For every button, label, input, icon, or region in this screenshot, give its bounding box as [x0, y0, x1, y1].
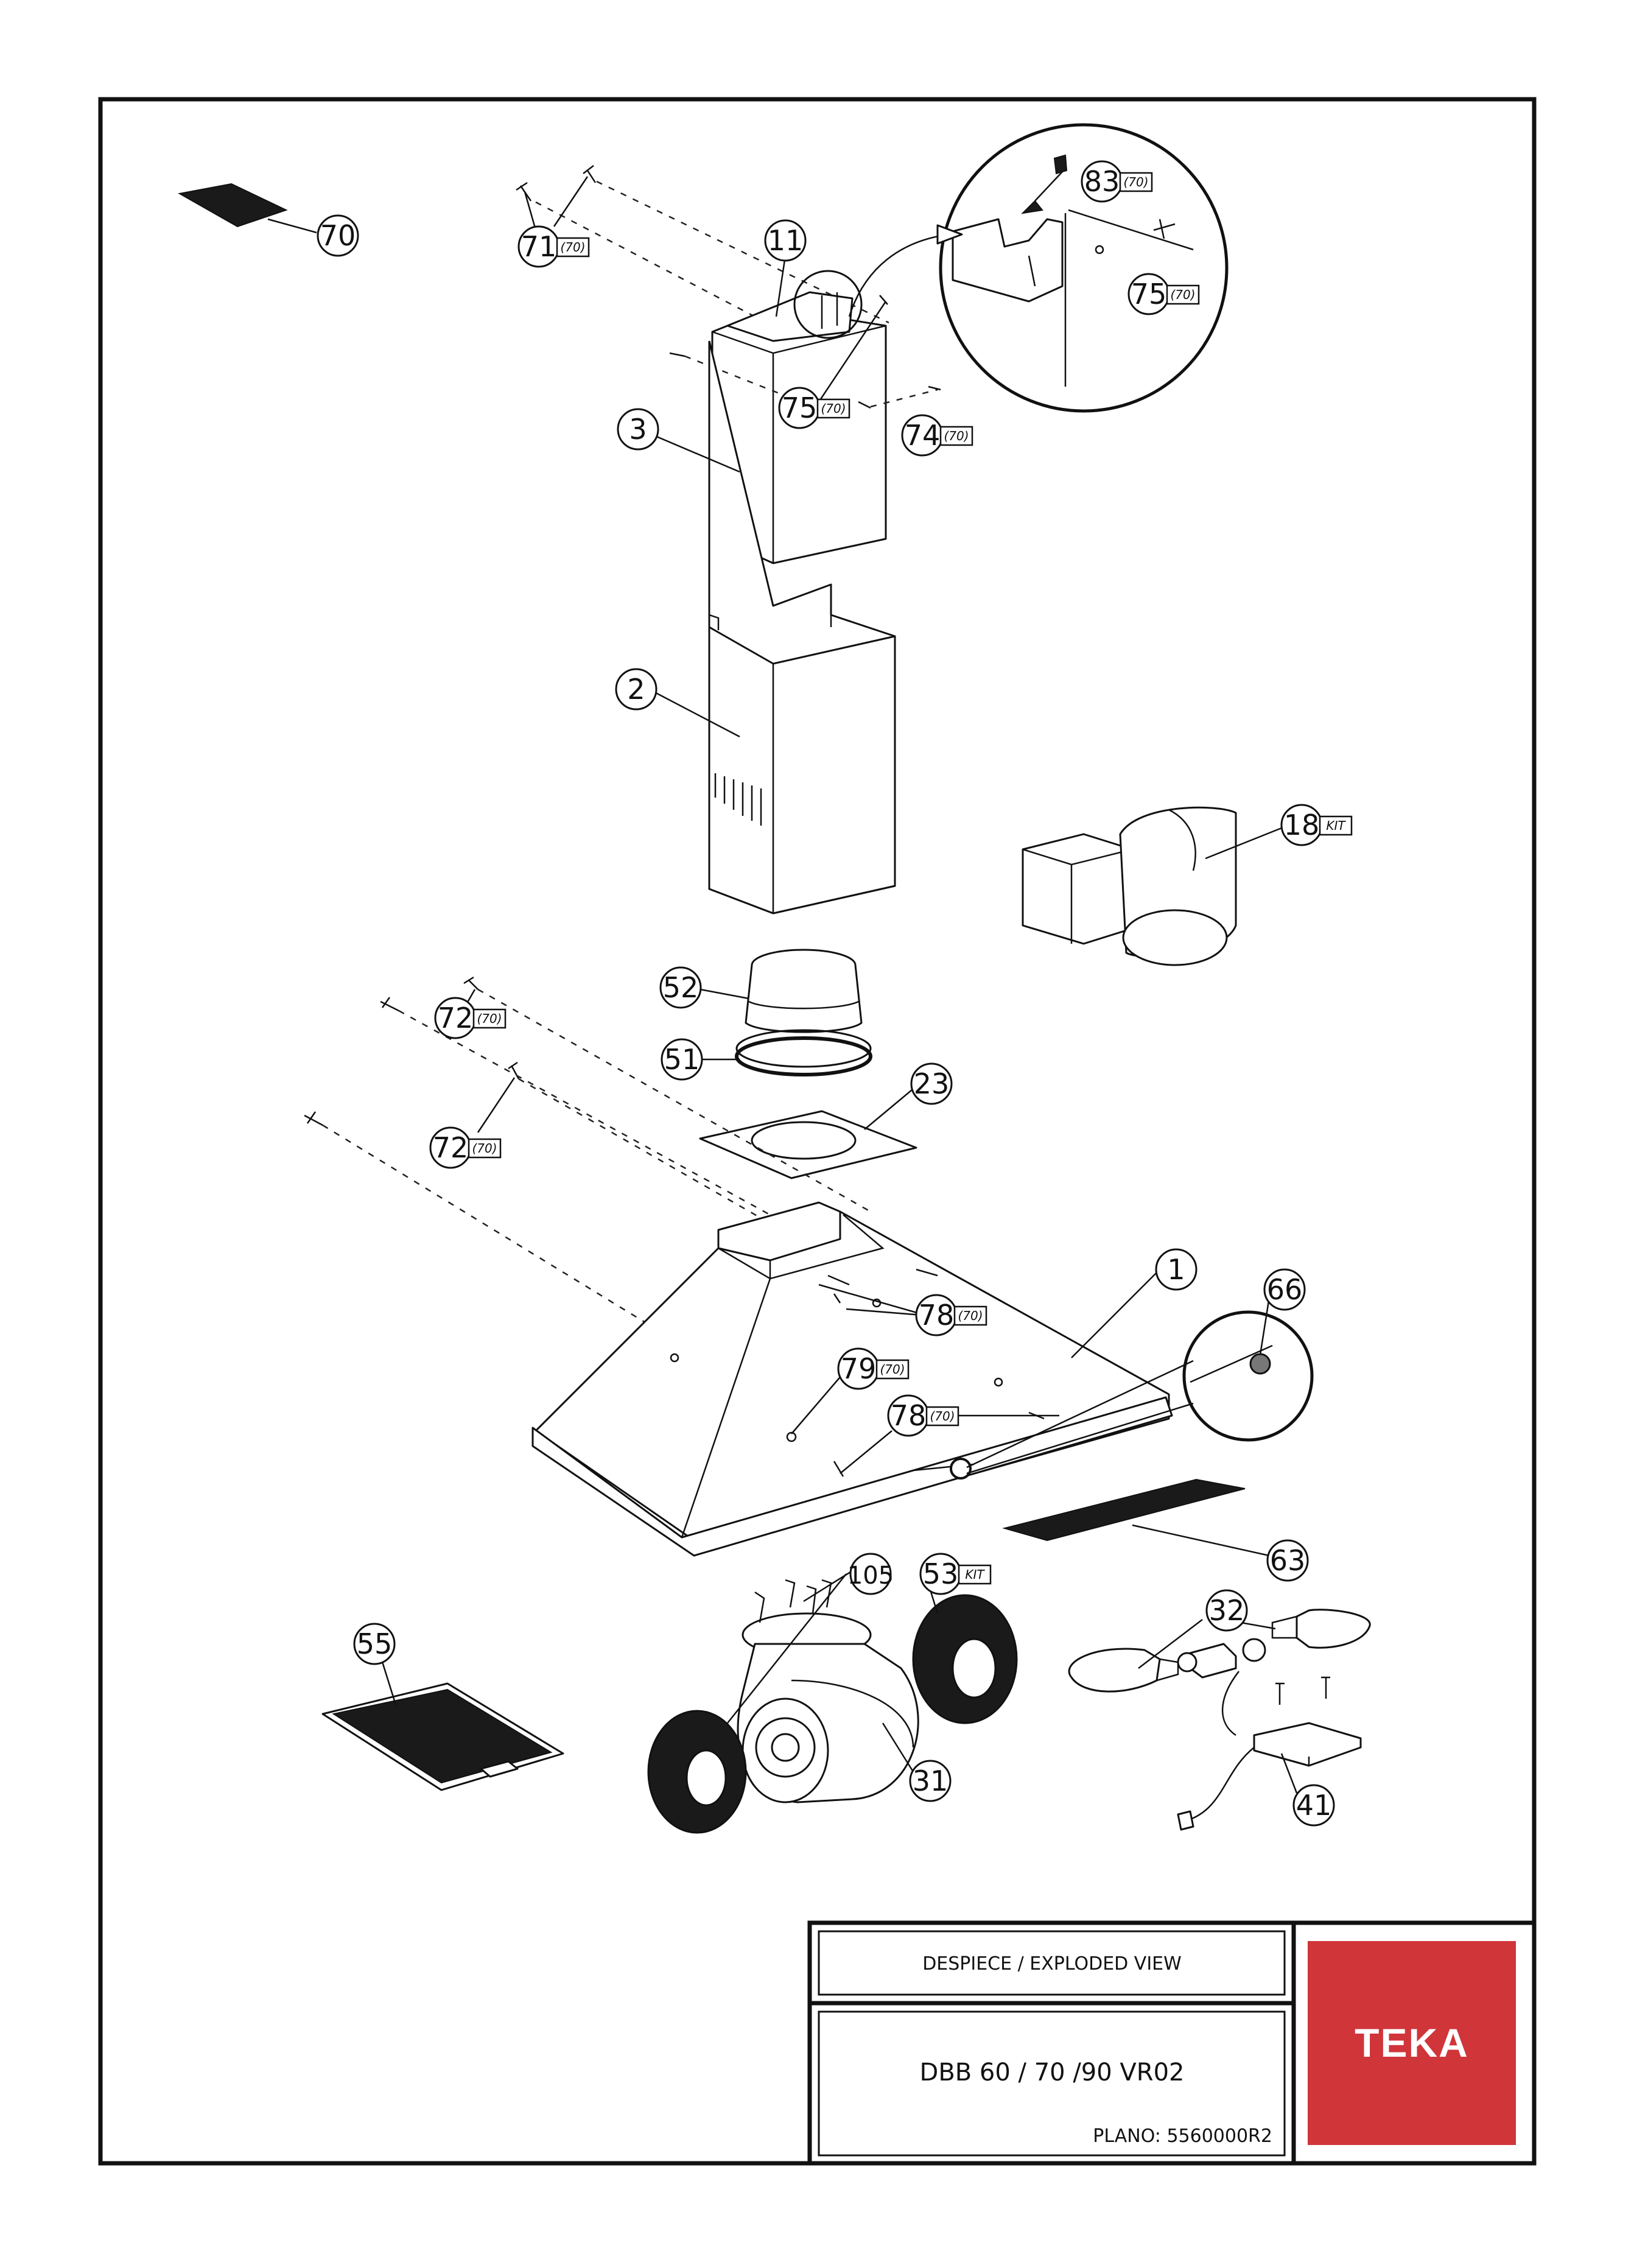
callout-105: 105 [847, 1553, 894, 1595]
svg-text:32: 32 [1209, 1594, 1245, 1627]
part-duct-adapter-kit [1022, 806, 1237, 966]
svg-text:78: 78 [919, 1299, 955, 1332]
callout-71: 71 (70) [517, 225, 590, 268]
svg-text:63: 63 [1270, 1544, 1306, 1577]
callout-23: 23 [910, 1062, 953, 1105]
detail-button-magnifier [966, 1310, 1314, 1475]
svg-text:(70): (70) [1170, 287, 1195, 302]
leader-lines [267, 176, 1298, 1794]
vent-slots [714, 773, 762, 826]
svg-text:18: 18 [1284, 809, 1320, 841]
callout-74: 74 (70) [901, 414, 973, 457]
svg-text:(70): (70) [472, 1141, 497, 1156]
title-block: DESPIECE / EXPLODED VIEW DBB 60 / 70 /90… [807, 1920, 1537, 2166]
svg-text:1: 1 [1167, 1253, 1185, 1286]
svg-text:55: 55 [357, 1627, 393, 1660]
svg-text:83: 83 [1084, 165, 1120, 198]
callout-32: 32 [1205, 1589, 1248, 1632]
svg-text:(70): (70) [944, 429, 969, 443]
svg-text:53: 53 [923, 1557, 959, 1590]
teka-logo-background [1308, 1941, 1516, 2145]
svg-text:72: 72 [438, 1002, 474, 1034]
title-plan: PLANO: 5560000R2 [1093, 2126, 1272, 2147]
part-lamps [1068, 1609, 1371, 1693]
svg-text:70: 70 [320, 219, 356, 252]
part-grease-filter [321, 1682, 564, 1791]
part-blower-motor [737, 1612, 919, 1803]
part-transformer [1177, 1671, 1362, 1831]
svg-text:71: 71 [521, 230, 557, 263]
callout-2: 2 [615, 668, 657, 711]
callout-41: 41 [1292, 1784, 1335, 1827]
callout-66: 66 [1263, 1268, 1306, 1311]
svg-text:74: 74 [905, 419, 941, 452]
callout-1: 1 [1155, 1248, 1197, 1291]
callout-51: 51 [661, 1038, 703, 1081]
svg-text:105: 105 [847, 1562, 894, 1590]
teka-logo-text: TEKA [1355, 2020, 1469, 2065]
svg-text:52: 52 [663, 971, 699, 1004]
callout-53: 53 KIT [919, 1553, 992, 1595]
callout-78-lower: 78 (70) [887, 1394, 959, 1437]
svg-text:75: 75 [782, 391, 818, 424]
svg-text:11: 11 [768, 224, 804, 257]
callout-83: 83 (70) [1081, 160, 1153, 203]
part-upper-chimney [711, 291, 887, 564]
callout-18: 18 KIT [1280, 804, 1353, 846]
part-grease-strip [1002, 1478, 1246, 1542]
svg-text:66: 66 [1267, 1273, 1303, 1306]
svg-text:(70): (70) [821, 401, 846, 416]
part-screws-72 [304, 976, 920, 1450]
callout-70: 70 [317, 214, 359, 257]
svg-text:51: 51 [664, 1043, 700, 1076]
callout-55: 55 [353, 1623, 396, 1665]
svg-text:3: 3 [629, 413, 647, 446]
callout-52: 52 [659, 966, 702, 1009]
svg-text:(70): (70) [930, 1409, 955, 1424]
callout-78-upper: 78 (70) [915, 1294, 987, 1336]
callout-72-lower: 72 (70) [429, 1126, 502, 1169]
teka-logo: TEKA [1308, 1941, 1516, 2145]
part-gasket-ring [735, 1029, 872, 1076]
part-filter-pad [178, 183, 288, 228]
part-carbon-filter-right [912, 1594, 1018, 1724]
part-screws-105 [754, 1579, 832, 1623]
detail-bracket-magnifier [793, 123, 1229, 413]
svg-text:78: 78 [891, 1399, 927, 1432]
callout-63: 63 [1266, 1539, 1309, 1582]
part-screws-74-75 [669, 295, 941, 409]
part-cover-plate [699, 1110, 917, 1179]
part-outlet-collar [745, 949, 863, 1033]
callout-11: 11 [764, 219, 807, 262]
svg-text:KIT: KIT [965, 1567, 985, 1582]
part-lower-chimney [708, 340, 896, 915]
callout-75-detail: 75 (70) [1127, 273, 1200, 315]
title-header: DESPIECE / EXPLODED VIEW [922, 1953, 1182, 1975]
callout-31: 31 [909, 1760, 952, 1802]
callout-72-upper: 72 (70) [434, 997, 507, 1039]
svg-text:2: 2 [627, 673, 645, 706]
callout-79: 79 (70) [837, 1347, 910, 1390]
svg-text:(70): (70) [1123, 175, 1148, 189]
callout-75: 75 (70) [778, 387, 850, 429]
callout-3: 3 [617, 408, 659, 451]
part-carbon-filter-left [647, 1710, 747, 1834]
svg-text:23: 23 [914, 1067, 950, 1100]
svg-text:(70): (70) [880, 1362, 905, 1377]
svg-text:31: 31 [913, 1764, 948, 1797]
svg-text:79: 79 [841, 1352, 877, 1385]
svg-text:(70): (70) [477, 1011, 502, 1026]
svg-text:(70): (70) [958, 1308, 983, 1323]
svg-text:72: 72 [433, 1131, 469, 1164]
svg-text:75: 75 [1131, 278, 1167, 311]
title-model: DBB 60 / 70 /90 VR02 [920, 2059, 1185, 2087]
svg-text:41: 41 [1296, 1789, 1332, 1822]
svg-text:(70): (70) [560, 240, 585, 255]
svg-text:KIT: KIT [1326, 818, 1346, 833]
